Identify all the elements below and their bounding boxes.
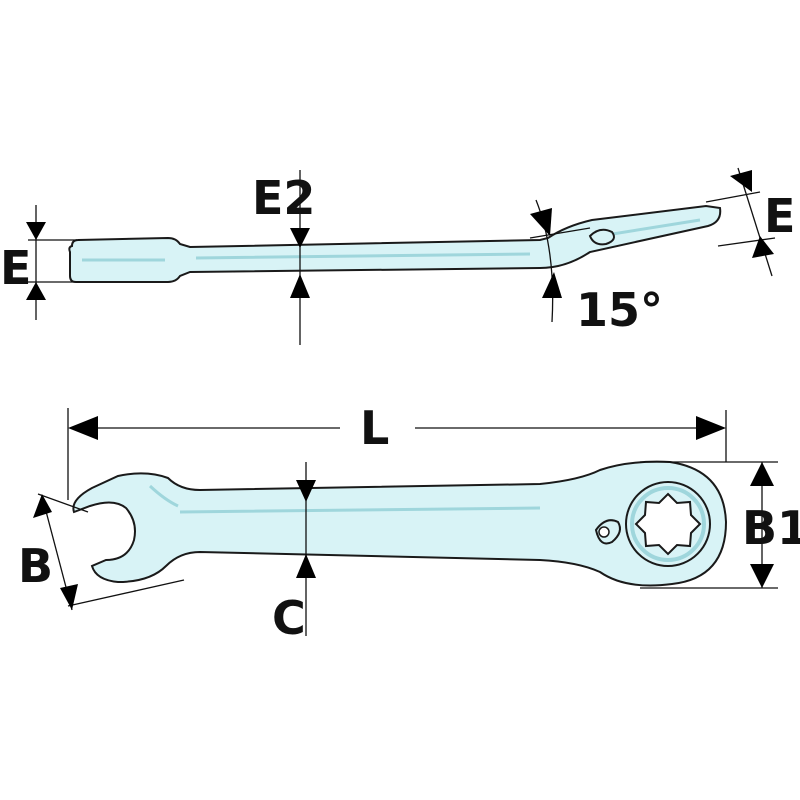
dimension-e: E (0, 205, 46, 320)
top-view: L B C (18, 401, 800, 645)
dimension-l: L (67, 401, 727, 500)
side-view: E E2 15° E1 (0, 167, 800, 345)
label-l: L (360, 401, 389, 455)
dimension-b: B (18, 493, 185, 611)
label-e: E (0, 241, 31, 295)
dimension-b1: B1 (640, 461, 800, 589)
top-view-wrench-body (72, 460, 728, 587)
label-b1: B1 (742, 501, 800, 555)
side-view-wrench-body (68, 204, 722, 283)
reversing-lever (594, 519, 621, 545)
side-view-highlight (82, 218, 701, 262)
label-e2: E2 (252, 171, 315, 225)
label-c: C (272, 591, 306, 645)
box-end-inner-ring (630, 486, 706, 562)
top-view-highlight (148, 484, 541, 514)
dimension-e2: E2 (252, 170, 315, 345)
label-e1: E1 (764, 189, 800, 243)
dimension-c: C (272, 462, 316, 645)
side-view-lever (588, 228, 615, 246)
dimension-e1: E1 (705, 167, 800, 277)
twelve-point-opening (634, 492, 702, 556)
label-b: B (18, 539, 53, 593)
dimension-angle: 15° (529, 199, 663, 337)
label-angle: 15° (576, 283, 663, 337)
